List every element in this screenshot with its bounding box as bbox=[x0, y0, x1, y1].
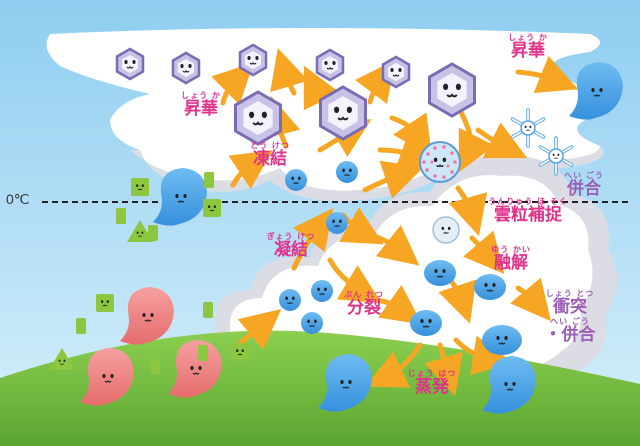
arrow-evap-mid bbox=[424, 342, 463, 396]
rain-drop-icon bbox=[153, 62, 623, 414]
ruby-riming: うんりゅう ほ そく bbox=[488, 197, 568, 206]
aerosol-particle-icon bbox=[49, 172, 249, 374]
label-collision-coalescence: しょう とつ 衝突 へい ごう ・併合 bbox=[545, 290, 596, 344]
label-sublimation-left: しょう か 昇華 bbox=[181, 92, 221, 118]
text-evaporation: 蒸発 bbox=[414, 377, 449, 397]
ruby-sublimation-left: しょう か bbox=[181, 91, 221, 100]
ruby-condensation: ぎょう けつ bbox=[266, 232, 316, 241]
ruby-freezing: とう けつ bbox=[250, 141, 290, 150]
graupel-icon bbox=[419, 141, 461, 183]
arrow-melting bbox=[463, 230, 505, 274]
arrow-to-graupel-2 bbox=[377, 132, 440, 170]
label-sublimation-top: しょう か 昇華 bbox=[508, 34, 548, 60]
freezing-level-label: 0℃ bbox=[6, 191, 30, 207]
text-sublimation-left: 昇華 bbox=[183, 99, 218, 119]
label-condensation: ぎょう けつ 凝結 bbox=[267, 233, 315, 259]
arrow-rain-right bbox=[453, 335, 513, 376]
arrow-up-2 bbox=[211, 62, 254, 106]
text-aggregation: 併合 bbox=[566, 179, 601, 199]
ruby-collision: しょう とつ bbox=[545, 289, 595, 298]
ruby-melting: ゆう かい bbox=[491, 245, 531, 254]
text-riming: 雲粒補捉 bbox=[493, 205, 562, 225]
arrow-droplet-up bbox=[362, 160, 424, 199]
label-splitting: ぶん れつ 分裂 bbox=[344, 291, 384, 317]
arrow-sublimation-top bbox=[515, 55, 579, 94]
text-coalescence: ・併合 bbox=[544, 325, 596, 345]
arrow-up-3 bbox=[270, 48, 309, 96]
ruby-splitting: ぶん れつ bbox=[344, 290, 384, 299]
text-freezing: 凍結 bbox=[252, 149, 287, 169]
arrow-hex-down bbox=[457, 107, 495, 173]
ruby-aggregation: へい ごう bbox=[564, 171, 604, 180]
label-melting: ゆう かい 融解 bbox=[491, 246, 531, 272]
label-aggregation: へい ごう 併合 bbox=[564, 172, 604, 198]
label-riming: うんりゅう ほ そく 雲粒補捉 bbox=[488, 198, 568, 224]
arrow-riming bbox=[448, 185, 488, 237]
text-splitting: 分裂 bbox=[347, 298, 381, 318]
arrow-split-2 bbox=[369, 285, 423, 325]
label-freezing: とう けつ 凍結 bbox=[250, 142, 290, 168]
arrow-condensation bbox=[291, 208, 334, 271]
ruby-evaporation: じょう はつ bbox=[407, 369, 457, 378]
water-vapor-icon bbox=[80, 287, 222, 406]
arrow-evap-left bbox=[365, 342, 423, 388]
label-evaporation: じょう はつ 蒸発 bbox=[408, 370, 457, 396]
ruby-coalescence: へい ごう bbox=[550, 317, 590, 326]
arrow-to-snow bbox=[475, 122, 528, 159]
cloud-droplet-icon bbox=[279, 161, 522, 355]
arrow-to-cloud-right bbox=[357, 225, 420, 266]
text-condensation: 凝結 bbox=[273, 240, 308, 260]
arrow-uplift-1 bbox=[235, 308, 282, 350]
arrow-drop-down bbox=[438, 279, 477, 324]
arrow-up-5 bbox=[355, 59, 395, 105]
arrow-collision bbox=[510, 277, 552, 322]
arrow-split-1 bbox=[327, 257, 382, 303]
text-sublimation-top: 昇華 bbox=[510, 41, 545, 61]
text-collision: 衝突 bbox=[553, 297, 587, 317]
text-melting: 融解 bbox=[493, 253, 528, 273]
ruby-sublimation-top: しょう か bbox=[508, 33, 548, 42]
arrow-freezing bbox=[228, 150, 273, 189]
